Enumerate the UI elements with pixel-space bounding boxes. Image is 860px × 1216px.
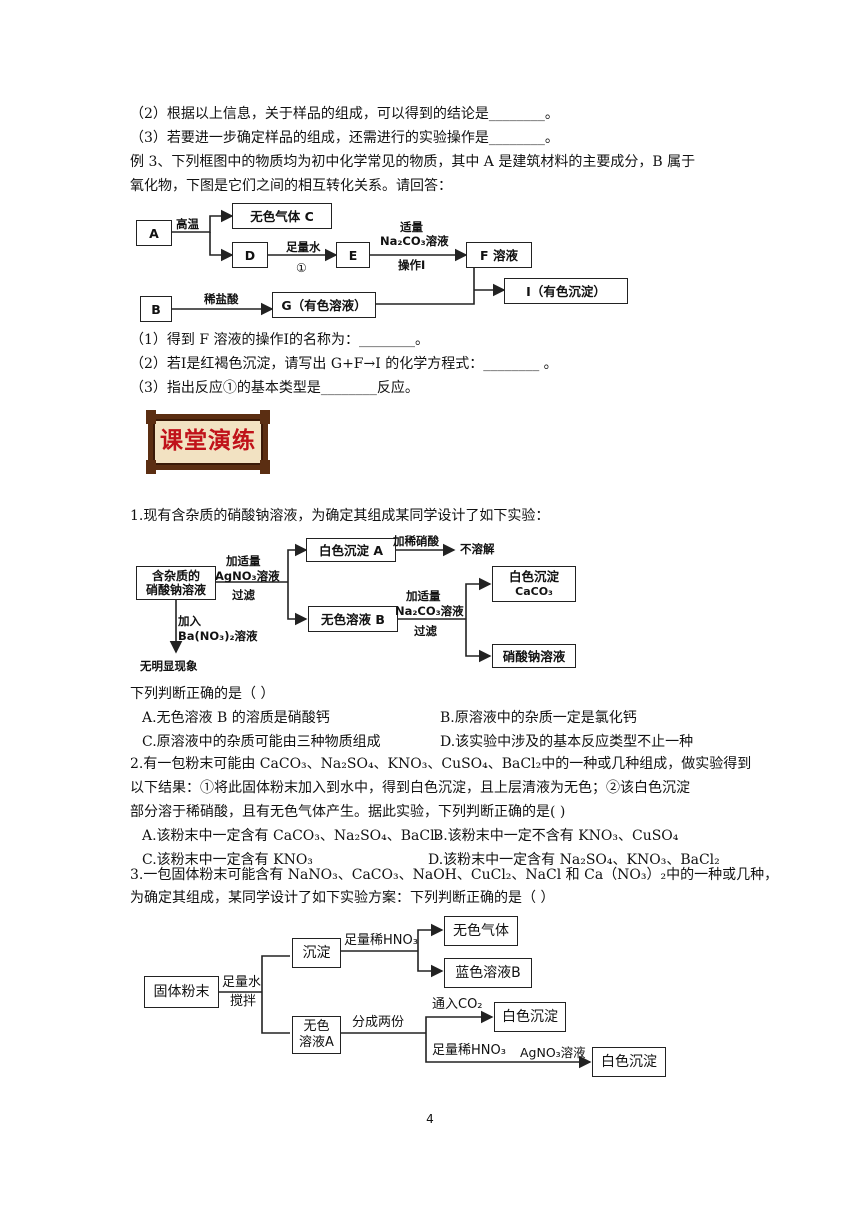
- option-d: D.该实验中涉及的基本反应类型不止一种: [440, 734, 694, 750]
- label-add: 加入: [178, 614, 201, 628]
- question-3: 3.一包固体粉末可能含有 NaNO₃、CaCO₃、NaOH、CuCl₂、NaCl…: [130, 867, 779, 883]
- text-line: （3）若要进一步确定样品的组成，还需进行的实验操作是________。: [130, 130, 559, 146]
- option-b: B.该粉末中一定不含有 KNO₃、CuSO₄: [433, 828, 679, 844]
- option-a: A.该粉末中一定含有 CaCO₃、Na₂SO₄、BaCl₂: [142, 828, 441, 844]
- box-f: F 溶液: [466, 242, 532, 268]
- label-add-amount-2: 加适量: [406, 589, 441, 603]
- box-solid-powder: 固体粉末: [144, 976, 219, 1008]
- label-split: 分成两份: [352, 1015, 405, 1030]
- label-hno3: 足量稀HNO₃: [344, 933, 418, 948]
- label-add-amount: 加适量: [226, 554, 261, 568]
- box-precipitate: 沉淀: [292, 938, 341, 968]
- box-white-precipitate-a: 白色沉淀 A: [306, 538, 396, 562]
- label-stir: 搅拌: [230, 994, 257, 1009]
- option-c: C.该粉末中一定含有 KNO₃: [142, 852, 313, 868]
- text-line: 以下结果：①将此固体粉末加入到水中，得到白色沉淀，且上层清液为无色；②该白色沉淀: [130, 780, 690, 796]
- label-agno3: AgNO₃溶液: [215, 569, 280, 583]
- text-line: 部分溶于稀硝酸，且有无色气体产生。据此实验，下列判断正确的是( ): [130, 804, 566, 820]
- label-operation-1: 操作Ⅰ: [398, 258, 426, 272]
- label-filter-2: 过滤: [414, 624, 437, 638]
- question-1: 1.现有含杂质的硝酸钠溶液，为确定其组成某同学设计了如下实验：: [130, 508, 550, 524]
- section-badge: 课堂演练: [146, 408, 270, 474]
- box-colorless-solution-a: 无色 溶液A: [292, 1016, 341, 1054]
- label-water: 足量水: [222, 975, 262, 990]
- option-b: B.原溶液中的杂质一定是氯化钙: [440, 710, 637, 726]
- label-insoluble: 不溶解: [460, 542, 495, 556]
- box-d: D: [232, 242, 268, 268]
- label-co2: 通入CO₂: [432, 997, 483, 1012]
- box-g: G（有色溶液）: [272, 292, 376, 318]
- label-high-temp: 高温: [176, 217, 199, 231]
- box-i: I（有色沉淀）: [504, 278, 628, 304]
- caco3-title: 白色沉淀: [508, 569, 559, 584]
- option-c: C.原溶液中的杂质可能由三种物质组成: [142, 734, 381, 750]
- box-e: E: [336, 242, 370, 268]
- box-colorless-gas: 无色气体: [444, 916, 518, 946]
- option-d: D.该粉末中一定含有 Na₂SO₄、KNO₃、BaCl₂: [428, 852, 720, 868]
- label-amount: 适量: [400, 220, 423, 234]
- text-line: （2）若Ⅰ是红褐色沉淀，请写出 G+F→I 的化学方程式：________ 。: [130, 356, 558, 372]
- box-white-precipitate-1: 白色沉淀: [494, 1002, 566, 1032]
- text-line: 为确定其组成，某同学设计了如下实验方案：下列判断正确的是（ ）: [130, 890, 555, 906]
- label-reaction-1: ①: [296, 261, 307, 275]
- label-dilute-hcl: 稀盐酸: [204, 292, 239, 306]
- badge-title: 课堂演练: [160, 428, 256, 454]
- label-no-change: 无明显现象: [140, 659, 198, 673]
- option-a: A.无色溶液 B 的溶质是硝酸钙: [142, 710, 330, 726]
- label-agno3: AgNO₃溶液: [520, 1045, 586, 1060]
- label-hno3-2: 足量稀HNO₃: [432, 1043, 506, 1058]
- label-add-hno3: 加稀硝酸: [393, 534, 439, 548]
- box-white-precipitate-2: 白色沉淀: [592, 1047, 666, 1077]
- text-line: （3）指出反应①的基本类型是________反应。: [130, 380, 419, 396]
- box-nano3: 硝酸钠溶液: [492, 644, 576, 668]
- question-2: 2.有一包粉末可能由 CaCO₃、Na₂SO₄、KNO₃、CuSO₄、BaCl₂…: [130, 756, 752, 772]
- caco3-formula: CaCO₃: [515, 585, 553, 598]
- label-na2co3: Na₂CO₃溶液: [380, 234, 449, 248]
- box-blue-solution-b: 蓝色溶液B: [444, 958, 532, 988]
- question-stem: 下列判断正确的是（ ）: [130, 686, 275, 702]
- box-start-solution: 含杂质的 硝酸钠溶液: [136, 566, 216, 600]
- text-line: 氧化物，下图是它们之间的相互转化关系。请回答：: [130, 178, 452, 194]
- label-filter: 过滤: [232, 588, 255, 602]
- box-b: B: [140, 296, 172, 322]
- page-number: 4: [426, 1112, 434, 1126]
- label-water: 足量水: [286, 240, 321, 254]
- box-a: A: [136, 220, 172, 246]
- question-heading: 例 3、下列框图中的物质均为初中化学常见的物质，其中 A 是建筑材料的主要成分，…: [130, 154, 696, 170]
- label-ba-no3: Ba(NO₃)₂溶液: [178, 629, 258, 643]
- box-c: 无色气体 C: [232, 203, 332, 229]
- box-colorless-b: 无色溶液 B: [308, 606, 398, 632]
- label-na2co3-2: Na₂CO₃溶液: [395, 604, 464, 618]
- text-line: （1）得到 F 溶液的操作Ⅰ的名称为：________。: [130, 332, 430, 348]
- box-caco3: 白色沉淀 CaCO₃: [492, 566, 576, 602]
- text-line: （2）根据以上信息，关于样品的组成，可以得到的结论是________。: [130, 106, 559, 122]
